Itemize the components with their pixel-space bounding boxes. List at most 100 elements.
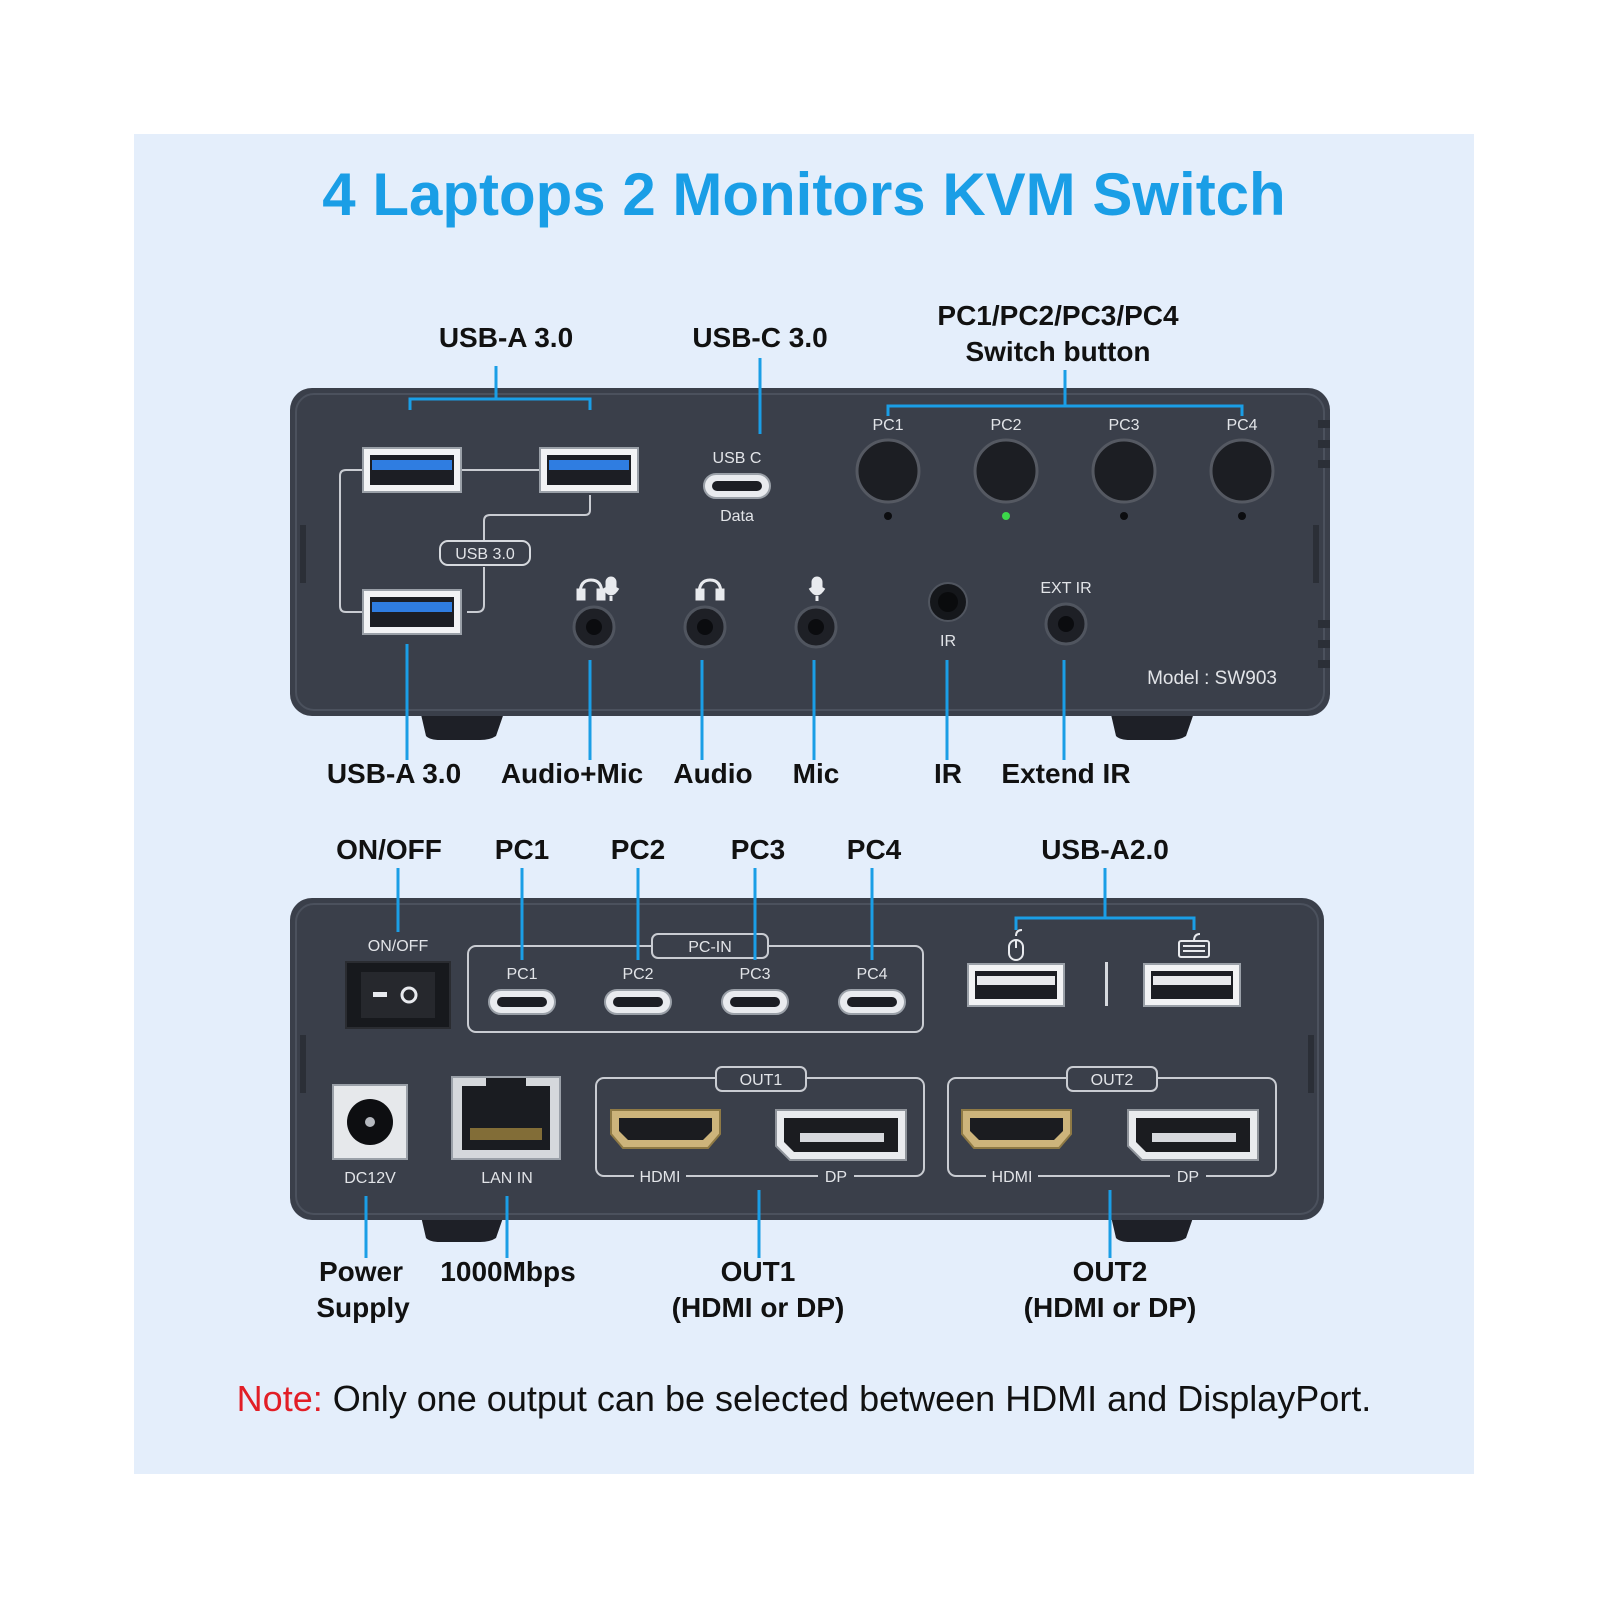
- pc-in-label: PC-IN: [688, 939, 732, 956]
- pc-in-port-label: PC4: [856, 966, 887, 983]
- microphone-icon: [808, 576, 826, 601]
- note-text: Only one output can be selected between …: [322, 1378, 1372, 1419]
- ir-sensor: [928, 582, 968, 622]
- callout-pc1: PC1: [494, 834, 550, 865]
- out2-label: OUT2: [1091, 1072, 1134, 1089]
- pc-button-2[interactable]: PC2: [973, 417, 1039, 520]
- status-led: [1120, 512, 1128, 520]
- pc-button-label: PC4: [1226, 417, 1257, 434]
- callout-ir: IR: [934, 758, 962, 789]
- pc-in-ports: PC1 PC2 PC3 PC4: [488, 966, 906, 1015]
- out1-dp-label: DP: [825, 1169, 847, 1186]
- callout-pc4: PC4: [846, 834, 902, 865]
- usb-hub-label-box: [439, 540, 531, 566]
- callout-on-off: ON/OFF: [336, 834, 442, 865]
- round-button[interactable]: [973, 438, 1039, 504]
- usb-a2-port-mouse[interactable]: [967, 963, 1065, 1007]
- pc-button-label: PC3: [1108, 417, 1139, 434]
- callout-mic: Mic: [792, 758, 840, 789]
- rear-callout-lines: [364, 868, 1196, 1258]
- callout-pc3: PC3: [730, 834, 786, 865]
- status-led: [884, 512, 892, 520]
- out2-dp-port[interactable]: [1127, 1109, 1259, 1161]
- footnote: Note: Only one output can be selected be…: [134, 1378, 1474, 1420]
- callout-usb-a2: USB-A2.0: [1041, 834, 1169, 865]
- front-body-rim: [295, 393, 1325, 711]
- out2-dp-label: DP: [1177, 1169, 1199, 1186]
- callout-power-line1: Power: [318, 1256, 404, 1287]
- page-title: 4 Laptops 2 Monitors KVM Switch: [322, 161, 1286, 228]
- usb-divider: [1105, 962, 1108, 1006]
- callout-out1-line2: (HDMI or DP): [671, 1292, 845, 1323]
- front-foot-right: [1110, 710, 1195, 740]
- pc-switch-buttons: PC1 PC2 PC3 PC4: [855, 417, 1275, 520]
- usb-a2-port-keyboard[interactable]: [1143, 963, 1241, 1007]
- callout-usb-c: USB-C 3.0: [692, 322, 828, 353]
- callout-audio: Audio: [673, 758, 753, 789]
- out2-hdmi-label: HDMI: [992, 1169, 1033, 1186]
- pc-button-label: PC2: [990, 417, 1021, 434]
- pc-in-port-label: PC1: [506, 966, 537, 983]
- usb-a-port-2[interactable]: [539, 447, 639, 493]
- dc-power-jack[interactable]: [332, 1084, 408, 1160]
- pc-in-port-label: PC3: [739, 966, 770, 983]
- front-foot-left: [420, 710, 505, 740]
- round-button[interactable]: [1091, 438, 1157, 504]
- pc-in-port-3[interactable]: PC3: [721, 966, 789, 1015]
- callout-lan: 1000Mbps: [440, 1256, 576, 1287]
- audio-mic-jack[interactable]: [572, 605, 616, 649]
- pc-button-1[interactable]: PC1: [855, 417, 921, 520]
- front-callout-lines: [405, 358, 1244, 760]
- callout-out2-line2: (HDMI or DP): [1023, 1292, 1197, 1323]
- callout-out1-line1: OUT1: [720, 1256, 796, 1287]
- dc-label: DC12V: [344, 1170, 396, 1187]
- pc-in-port-4[interactable]: PC4: [838, 966, 906, 1015]
- power-rocker-switch[interactable]: [345, 961, 451, 1029]
- usb-c-port-slot: [847, 997, 897, 1007]
- pc-button-3[interactable]: PC3: [1091, 417, 1157, 520]
- out1-hdmi-label: HDMI: [640, 1169, 681, 1186]
- out1-hdmi-port[interactable]: [610, 1109, 721, 1149]
- callout-pc2: PC2: [610, 834, 666, 865]
- pc-button-label: PC1: [872, 417, 903, 434]
- usb-c-port-slot: [613, 997, 663, 1007]
- callout-power-line2: Supply: [316, 1292, 410, 1323]
- callout-audio-mic: Audio+Mic: [500, 758, 644, 789]
- on-off-panel-label: ON/OFF: [368, 938, 429, 955]
- usb-c-port-slot: [497, 997, 547, 1007]
- callout-switch-line2: Switch button: [965, 336, 1151, 367]
- pc-in-port-1[interactable]: PC1: [488, 966, 556, 1015]
- usb-c-sub-label: Data: [720, 508, 754, 525]
- round-button[interactable]: [1209, 438, 1275, 504]
- headset-icon: [576, 576, 620, 601]
- ir-label: IR: [940, 633, 956, 650]
- pc-button-4[interactable]: PC4: [1209, 417, 1275, 520]
- status-led: [1238, 512, 1246, 520]
- callout-usb-a-bottom: USB-A 3.0: [326, 758, 462, 789]
- note-keyword: Note:: [236, 1378, 323, 1419]
- out2-hdmi-port[interactable]: [961, 1109, 1072, 1149]
- round-button[interactable]: [855, 438, 921, 504]
- rear-device: ON/OFF PC-IN PC1 PC2 PC3 PC4: [290, 898, 1324, 1242]
- ext-ir-jack[interactable]: [1044, 602, 1088, 646]
- out1-dp-port[interactable]: [775, 1109, 907, 1161]
- lan-port[interactable]: [451, 1076, 561, 1160]
- keyboard-icon: [1178, 933, 1210, 958]
- mic-jack[interactable]: [794, 605, 838, 649]
- usb-a-port-3[interactable]: [362, 589, 462, 635]
- model-label: Model : SW903: [1147, 668, 1277, 689]
- callout-extend-ir: Extend IR: [1001, 758, 1131, 789]
- out1-label: OUT1: [740, 1072, 783, 1089]
- usb-a-port-1[interactable]: [362, 447, 462, 493]
- pc-in-port-label: PC2: [622, 966, 653, 983]
- callout-usb-a-top: USB-A 3.0: [438, 322, 574, 353]
- mouse-icon: [1008, 929, 1024, 961]
- callout-switch-line1: PC1/PC2/PC3/PC4: [937, 300, 1179, 331]
- usb-hub-outline: [339, 469, 591, 613]
- pc-in-port-2[interactable]: PC2: [604, 966, 672, 1015]
- background-panel: [134, 134, 1474, 1474]
- audio-jack[interactable]: [683, 605, 727, 649]
- lan-label: LAN IN: [481, 1170, 533, 1187]
